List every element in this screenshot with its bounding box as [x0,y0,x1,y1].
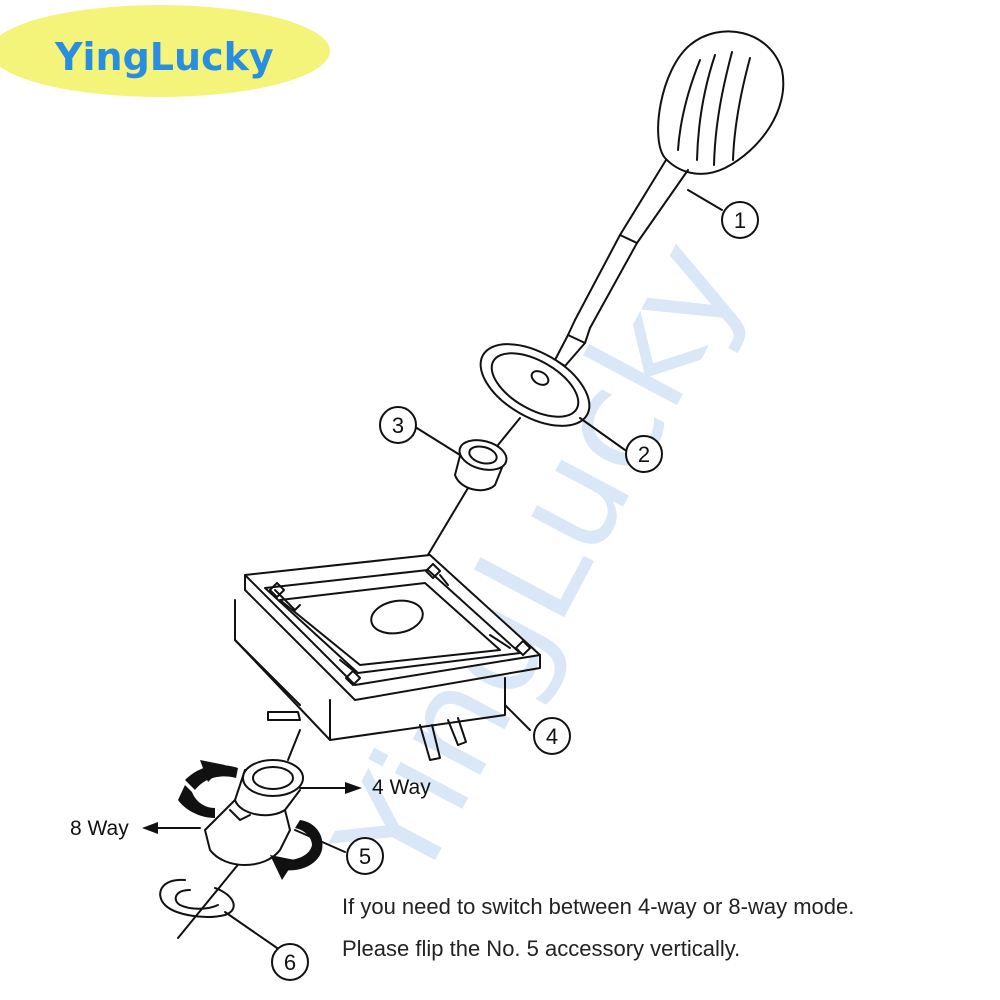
brand-badge-background [0,5,330,97]
eight-way-label: 8 Way [70,817,129,840]
part-3-bushing [454,439,508,492]
instruction-line-1: If you need to switch between 4-way or 8… [342,894,855,919]
callout-circle-2 [625,435,663,473]
callout-4: 4 [546,724,558,749]
brand-logo-text: YingLucky [55,35,274,79]
leader-lines [411,189,723,456]
four-way-label: 4 Way [372,776,431,799]
callout-circles [271,201,759,981]
part-6-e-clip [159,878,281,951]
callout-3: 3 [392,413,404,438]
part-4-base-housing [234,554,541,761]
arrowheads [142,782,362,834]
part-2-dust-washer [479,343,591,427]
instruction-line-2: Please flip the No. 5 accessory vertical… [342,936,741,961]
part-5-restrictor [154,759,346,866]
callout-circle-1 [721,201,759,239]
callout-circle-4 [533,717,571,755]
callout-1: 1 [734,208,746,233]
callout-2: 2 [638,442,650,467]
rotation-arrows-icon [178,760,323,880]
brand-badge: YingLucky [0,5,330,97]
callout-circle-3 [379,406,417,444]
callout-5: 5 [359,844,371,869]
callout-circle-6 [271,943,309,981]
part-1-handle-shaft [539,30,785,386]
callout-6: 6 [284,950,296,975]
callout-circle-5 [346,837,384,875]
